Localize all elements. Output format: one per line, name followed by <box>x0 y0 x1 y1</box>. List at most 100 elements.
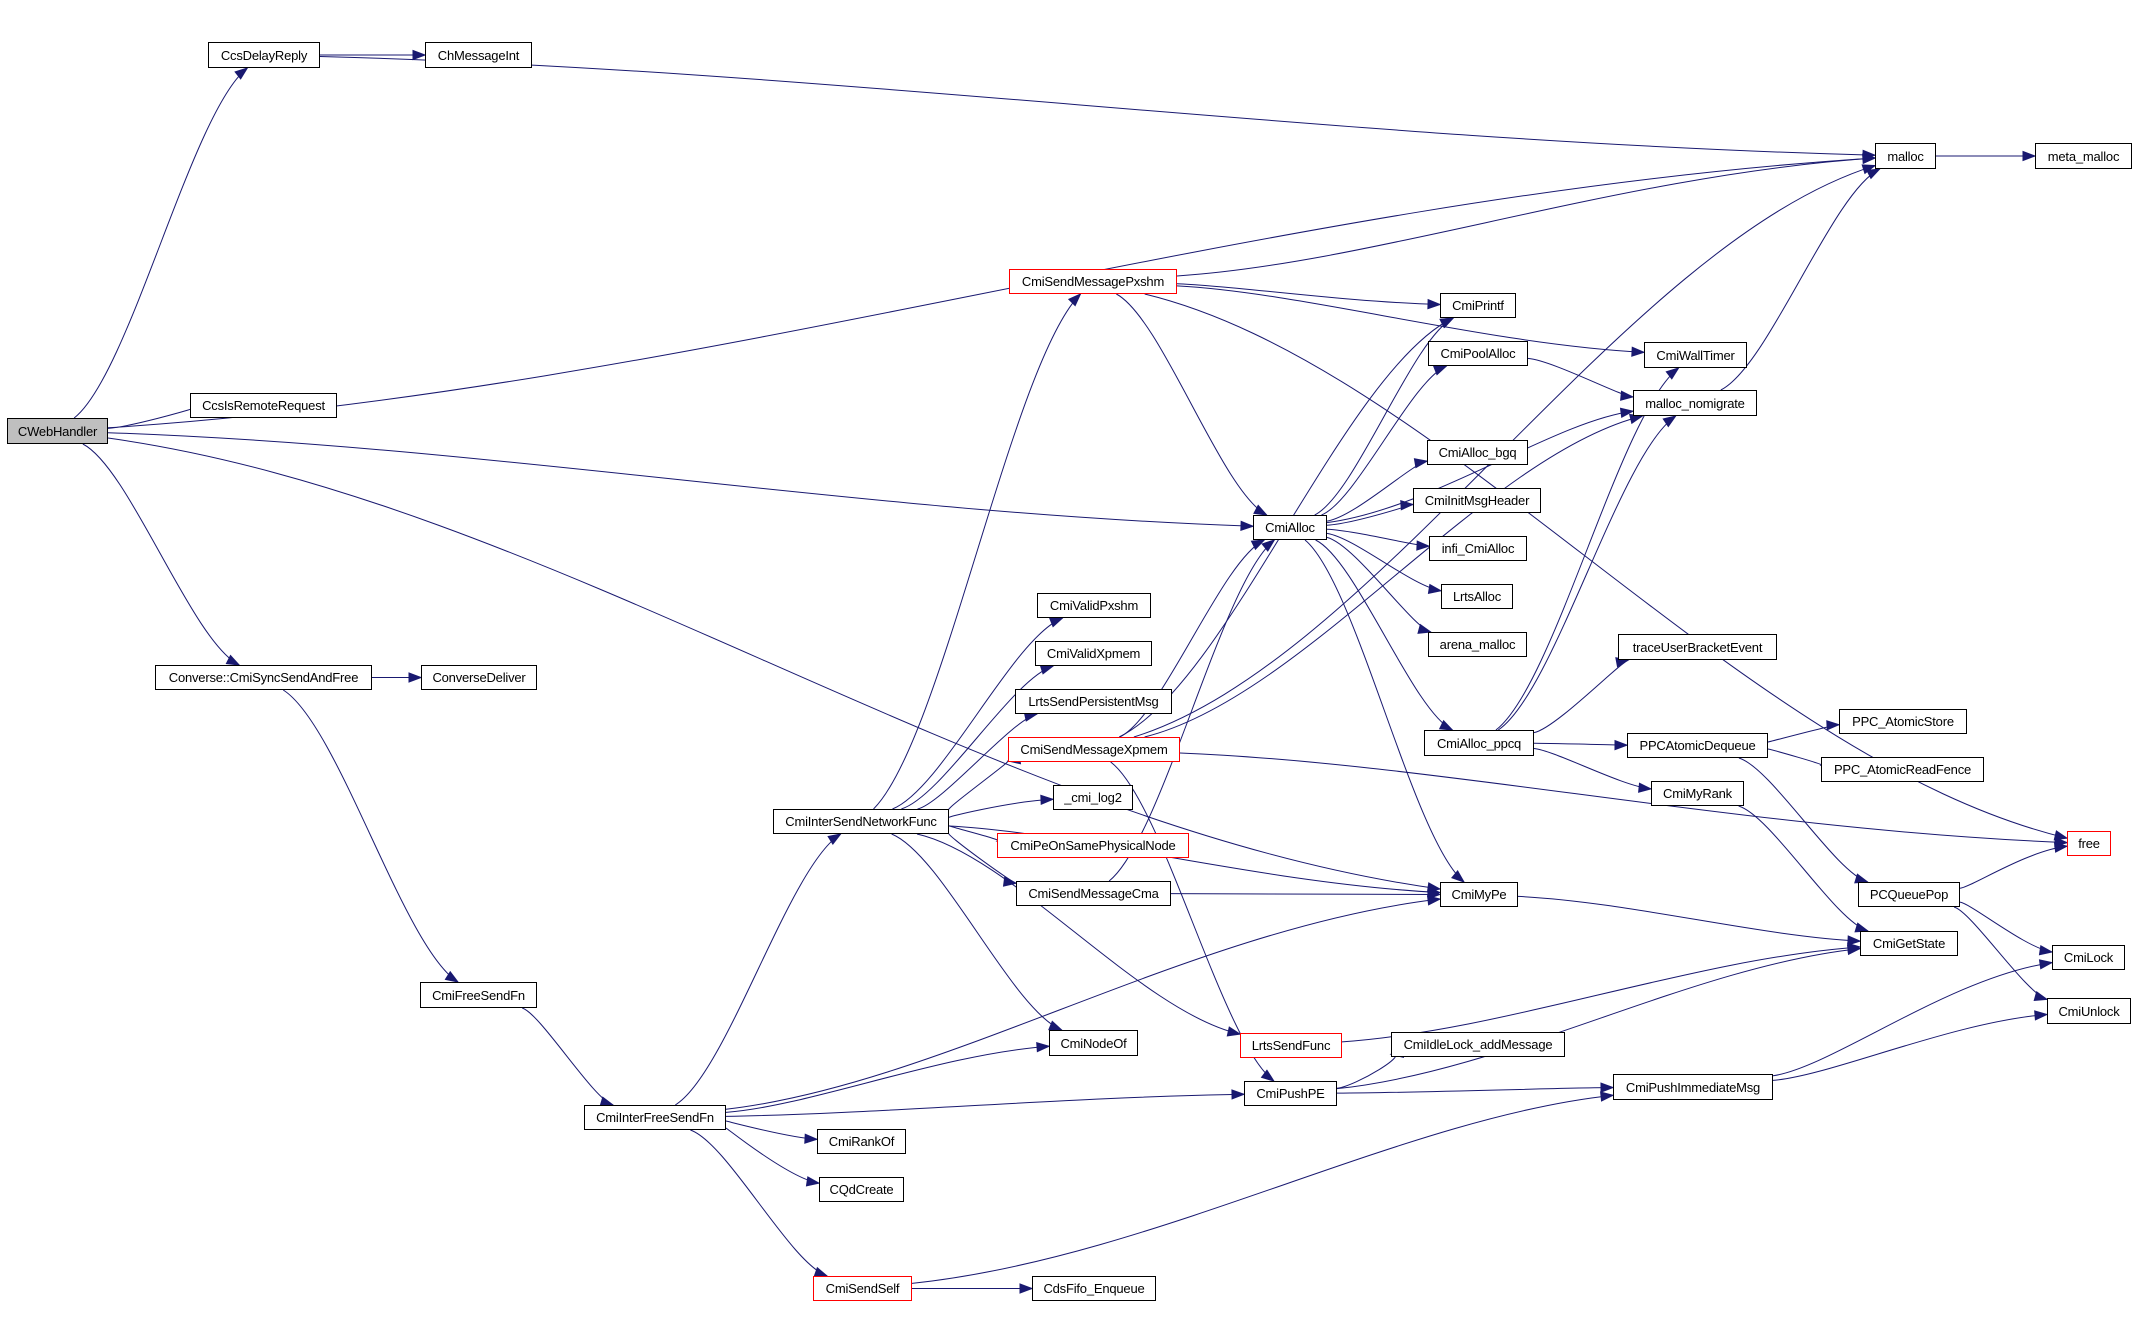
node-label: ConverseDeliver <box>432 670 526 685</box>
node-cmiwalltimer[interactable]: CmiWallTimer <box>1644 342 1747 368</box>
arrowhead-icon <box>1619 407 1635 418</box>
edge-cmialloc-ppcq-to-ppcatomicdequeue <box>1533 742 1628 746</box>
node-ccsisremoterequest[interactable]: CcsIsRemoteRequest <box>190 393 337 418</box>
node-label: CmiMyRank <box>1663 786 1732 801</box>
node-cmisyncsendandfree[interactable]: Converse::CmiSyncSendAndFree <box>155 665 372 690</box>
node-arena-malloc[interactable]: arena_malloc <box>1428 632 1527 657</box>
node-cqdcreate[interactable]: CQdCreate <box>819 1177 904 1202</box>
edge-cmialloc-to-cmialloc-bgq <box>1326 460 1428 522</box>
node-label: meta_malloc <box>2047 148 2120 164</box>
node-cdsfifo-enqueue[interactable]: CdsFifo_Enqueue <box>1032 1276 1156 1301</box>
node-label: CmiUnlock <box>2058 1003 2120 1019</box>
arrowhead-icon <box>1039 664 1055 675</box>
arrowhead-icon <box>1861 164 1877 175</box>
arrowhead-icon <box>408 672 423 683</box>
edge-cmialloc-to-malloc-nomigrate <box>1326 410 1634 524</box>
edge-cmialloc-to-arena-malloc <box>1326 536 1431 633</box>
arrowhead-icon <box>1665 367 1680 380</box>
node-cmimyrank[interactable]: CmiMyRank <box>1651 781 1744 806</box>
node-malloc-nomigrate[interactable]: malloc_nomigrate <box>1633 390 1757 416</box>
arrowhead-icon <box>2053 830 2069 841</box>
node-cwebhandler[interactable]: CWebHandler <box>7 418 108 444</box>
node-label: arena_malloc <box>1439 637 1516 652</box>
node-ppcatomicdequeue[interactable]: PPCAtomicDequeue <box>1627 733 1768 758</box>
node-cmialloc-bgq[interactable]: CmiAlloc_bgq <box>1427 440 1528 465</box>
arrowhead-icon <box>1600 1091 1615 1102</box>
arrowhead-icon <box>1439 317 1455 329</box>
node-cmiprintf[interactable]: CmiPrintf <box>1440 293 1516 318</box>
node-cmilock[interactable]: CmiLock <box>2052 945 2125 970</box>
node-cmiintersendnetworkfunc[interactable]: CmiInterSendNetworkFunc <box>773 809 949 834</box>
node-traceuserbracketevent[interactable]: traceUserBracketEvent <box>1618 634 1777 660</box>
node-cminodeof[interactable]: CmiNodeOf <box>1049 1030 1138 1056</box>
edge-cmisendmessagepxshm-to-free <box>1144 293 2068 839</box>
node-cmipoolalloc[interactable]: CmiPoolAlloc <box>1428 341 1528 366</box>
edge-cmialloc-ppcq-to-traceuserbracketevent <box>1533 659 1629 734</box>
node-cmiunlock[interactable]: CmiUnlock <box>2047 998 2131 1024</box>
edge-cmiintersendnetworkfunc-to-cmimype <box>948 825 1441 894</box>
node-lrtssendfunc[interactable]: LrtsSendFunc <box>1240 1033 1342 1058</box>
arrowhead-icon <box>1866 168 1881 180</box>
node-ppc-atomicstore[interactable]: PPC_AtomicStore <box>1839 709 1967 734</box>
edge-cmisendmessagepxshm-to-malloc <box>1176 157 1876 277</box>
edge-pcqueuepop-to-free <box>1959 845 2068 889</box>
edge-cwebhandler-to-ccsdelayreply <box>73 67 248 419</box>
node-cmipeonsamephysicalnode[interactable]: CmiPeOnSamePhysicalNode <box>997 833 1189 858</box>
node-ccsdelayreply[interactable]: CcsDelayReply <box>208 42 320 68</box>
edge-cmialloc-to-cmiinitmsgheader <box>1326 503 1414 526</box>
node-label: CmiAlloc_bgq <box>1438 445 1517 460</box>
node-label: _cmi_log2 <box>1064 790 1122 805</box>
node-meta-malloc[interactable]: meta_malloc <box>2035 143 2132 169</box>
edge-cmiintersendnetworkfunc-to-cmisendmessagexpmem <box>948 760 1009 811</box>
edge-malloc-nomigrate-to-malloc <box>1720 168 1880 391</box>
node-cmipushimmediatemsg[interactable]: CmiPushImmediateMsg <box>1613 1074 1773 1100</box>
edge-cmialloc-to-infi-cmialloc <box>1326 528 1430 547</box>
node-infi-cmialloc[interactable]: infi_CmiAlloc <box>1429 536 1527 561</box>
edge-ccsdelayreply-to-malloc <box>319 55 1876 156</box>
node-label: CmiLock <box>2063 950 2114 965</box>
node-chmessageint[interactable]: ChMessageInt <box>425 42 532 68</box>
node-lrtssendpersistentmsg[interactable]: LrtsSendPersistentMsg <box>1015 689 1172 714</box>
node-label: CmiValidPxshm <box>1049 598 1139 613</box>
node-cmiinitmsgheader[interactable]: CmiInitMsgHeader <box>1413 488 1541 513</box>
node-cmirankof[interactable]: CmiRankOf <box>817 1129 906 1154</box>
edge-cmiinterfreesendfn-to-cmisendself <box>690 1129 828 1277</box>
node-lrtsalloc[interactable]: LrtsAlloc <box>1441 584 1513 609</box>
arrowhead-icon <box>1662 415 1677 428</box>
node-cmisendmessagecma[interactable]: CmiSendMessageCma <box>1016 881 1171 906</box>
node-cmivalidpxshm[interactable]: CmiValidPxshm <box>1037 593 1151 618</box>
node-pcqueuepop[interactable]: PCQueuePop <box>1858 882 1960 907</box>
node-label: CdsFifo_Enqueue <box>1043 1281 1145 1296</box>
node-label: CmiPoolAlloc <box>1440 346 1516 361</box>
node-cmifreesendfn[interactable]: CmiFreeSendFn <box>420 982 537 1008</box>
node-cmipushpe[interactable]: CmiPushPE <box>1244 1081 1337 1106</box>
node-label: CmiPrintf <box>1452 298 1504 313</box>
arrowhead-icon <box>444 970 460 983</box>
node-cmisendmessagepxshm[interactable]: CmiSendMessagePxshm <box>1009 269 1177 294</box>
node-label: PPCAtomicDequeue <box>1639 738 1756 753</box>
edge-cwebhandler-to-malloc <box>107 157 1876 429</box>
node-cmisendmessagexpmem[interactable]: CmiSendMessageXpmem <box>1008 737 1180 762</box>
node-free[interactable]: free <box>2067 831 2111 856</box>
node-ppc-atomicreadfence[interactable]: PPC_AtomicReadFence <box>1821 757 1984 782</box>
node-cmisendself[interactable]: CmiSendSelf <box>813 1276 912 1301</box>
node-cmialloc-ppcq[interactable]: CmiAlloc_ppcq <box>1424 730 1534 756</box>
node-cmiidlelock-addmessage[interactable]: CmiIdleLock_addMessage <box>1391 1032 1565 1057</box>
node-conversedeliver[interactable]: ConverseDeliver <box>421 665 537 690</box>
node-label: CWebHandler <box>17 423 98 439</box>
edge-lrtssendfunc-to-cmigetstate <box>1341 946 1861 1043</box>
arrowhead-icon <box>1427 583 1443 595</box>
node-malloc[interactable]: malloc <box>1875 143 1936 169</box>
node-cmimype[interactable]: CmiMyPe <box>1440 882 1518 907</box>
node-cmivalidxpmem[interactable]: CmiValidXpmem <box>1035 641 1152 666</box>
arrowhead-icon <box>1231 1089 1246 1100</box>
node-cmialloc[interactable]: CmiAlloc <box>1253 515 1327 540</box>
edge-cmisendmessagepxshm-to-cmiprintf <box>1176 283 1441 305</box>
arrowhead-icon <box>1600 1082 1615 1093</box>
node-cmigetstate[interactable]: CmiGetState <box>1860 931 1958 956</box>
node-label: CmiWallTimer <box>1656 347 1735 363</box>
node-cmiinterfreesendfn[interactable]: CmiInterFreeSendFn <box>584 1105 726 1130</box>
node-cmi-log2[interactable]: _cmi_log2 <box>1053 785 1133 810</box>
arrowhead-icon <box>1847 944 1862 956</box>
node-label: PPC_AtomicStore <box>1852 714 1954 729</box>
